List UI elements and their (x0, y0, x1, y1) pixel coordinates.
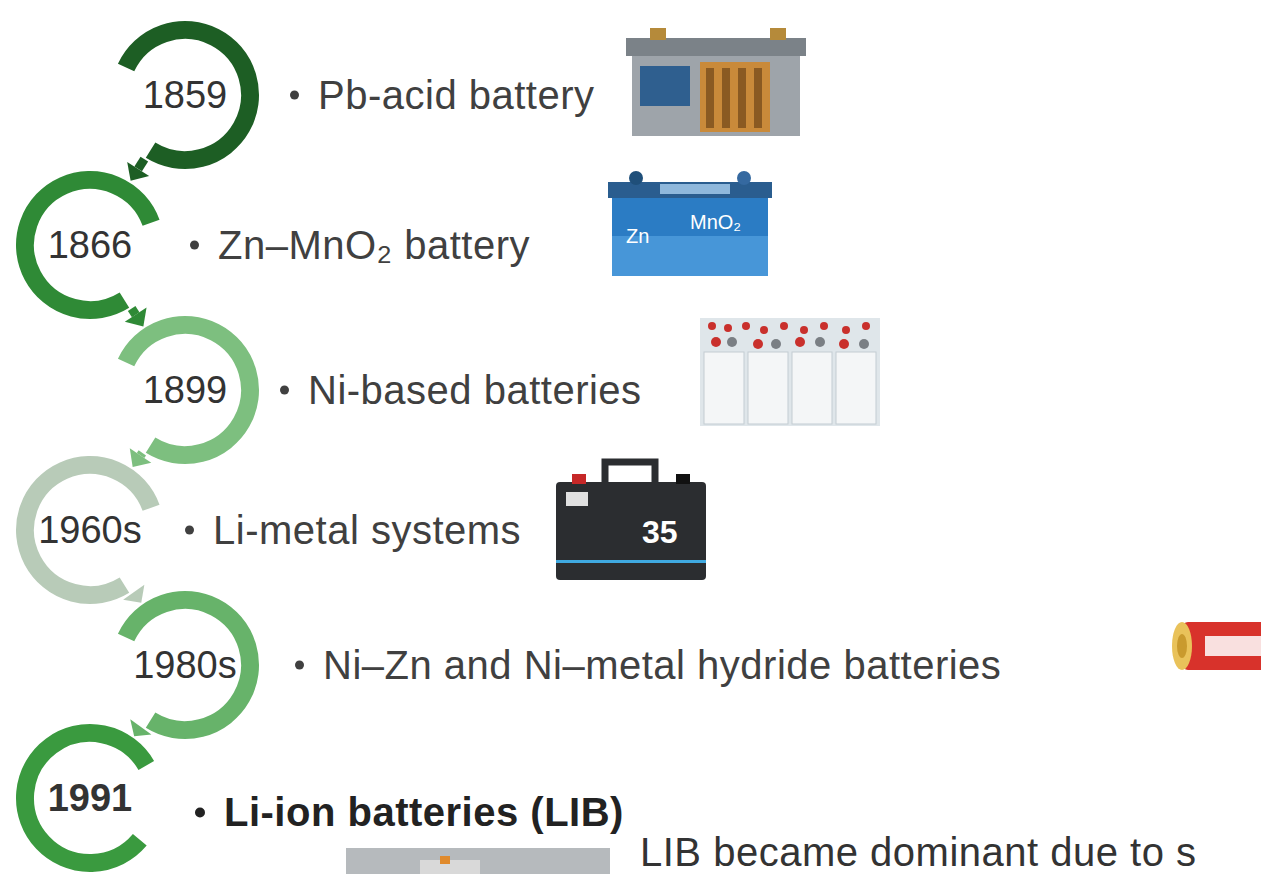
ring-stroke (126, 600, 250, 730)
text-label: Zn (626, 225, 649, 248)
arrow-head (127, 162, 149, 181)
year-text: 1960s (38, 509, 142, 552)
label-text: Pb-acid battery (318, 73, 595, 118)
label-text: LIB became dominant due to s (640, 830, 1197, 874)
label-text: Li-metal systems (213, 508, 521, 553)
lead-acid-battery-picture (626, 28, 806, 136)
year-text: 1866 (48, 224, 133, 267)
year-text: 1980s (133, 644, 237, 687)
timeline-arrow (127, 159, 149, 181)
nimh-cell-picture (1172, 622, 1261, 670)
year-ring: 1899 (109, 314, 261, 466)
text-label: MnO₂ (690, 211, 741, 234)
arrow-shaft (141, 453, 143, 456)
label-text: Zn–MnO₂ battery (218, 223, 530, 268)
ring-stroke (25, 733, 146, 863)
bullet-dot (295, 661, 304, 670)
timeline-arrow (125, 308, 147, 327)
ring-stroke (25, 465, 151, 595)
bullet-dot (280, 386, 289, 395)
arrow-shaft (138, 159, 144, 169)
year-ring: 1866 (14, 169, 166, 321)
ring-stroke (126, 325, 250, 455)
ring-stroke (25, 180, 151, 310)
label-text: MnO₂ (690, 211, 741, 234)
text-label: 35 (642, 514, 678, 551)
text-label: LIB became dominant due to s (640, 830, 1197, 874)
label-text: Ni-based batteries (308, 368, 642, 413)
lithium-ion-pack-picture (346, 848, 610, 874)
arrow-shaft (132, 309, 136, 315)
year-ring: 1980s (109, 589, 261, 741)
label-text: 35 (642, 514, 678, 551)
label-text: Li-ion batteries (LIB) (224, 790, 624, 835)
bullet-item: Pb-acid battery (290, 73, 595, 118)
bullet-item: Ni–Zn and Ni–metal hydride batteries (295, 643, 1001, 688)
year-ring: 1991 (14, 722, 166, 874)
label-text: Ni–Zn and Ni–metal hydride batteries (323, 643, 1001, 688)
bullet-item: Li-ion batteries (LIB) (195, 790, 624, 835)
ring-stroke (126, 30, 250, 160)
lithium-metal-battery-picture (556, 462, 706, 580)
bullet-dot (185, 526, 194, 535)
label-text: Zn (626, 225, 649, 248)
year-text: 1991 (48, 777, 133, 820)
zinc-battery-picture (608, 171, 772, 276)
year-text: 1859 (143, 74, 228, 117)
bullet-dot (290, 91, 299, 100)
bullet-dot (190, 241, 199, 250)
bullet-item: Li-metal systems (185, 508, 521, 553)
bullet-dot (195, 807, 205, 817)
year-text: 1899 (143, 369, 228, 412)
bullet-item: Zn–MnO₂ battery (190, 223, 530, 268)
arrow-head (125, 308, 147, 327)
bullet-item: Ni-based batteries (280, 368, 642, 413)
year-ring: 1960s (14, 454, 166, 606)
nickel-battery-picture (700, 318, 880, 426)
year-ring: 1859 (109, 19, 261, 171)
